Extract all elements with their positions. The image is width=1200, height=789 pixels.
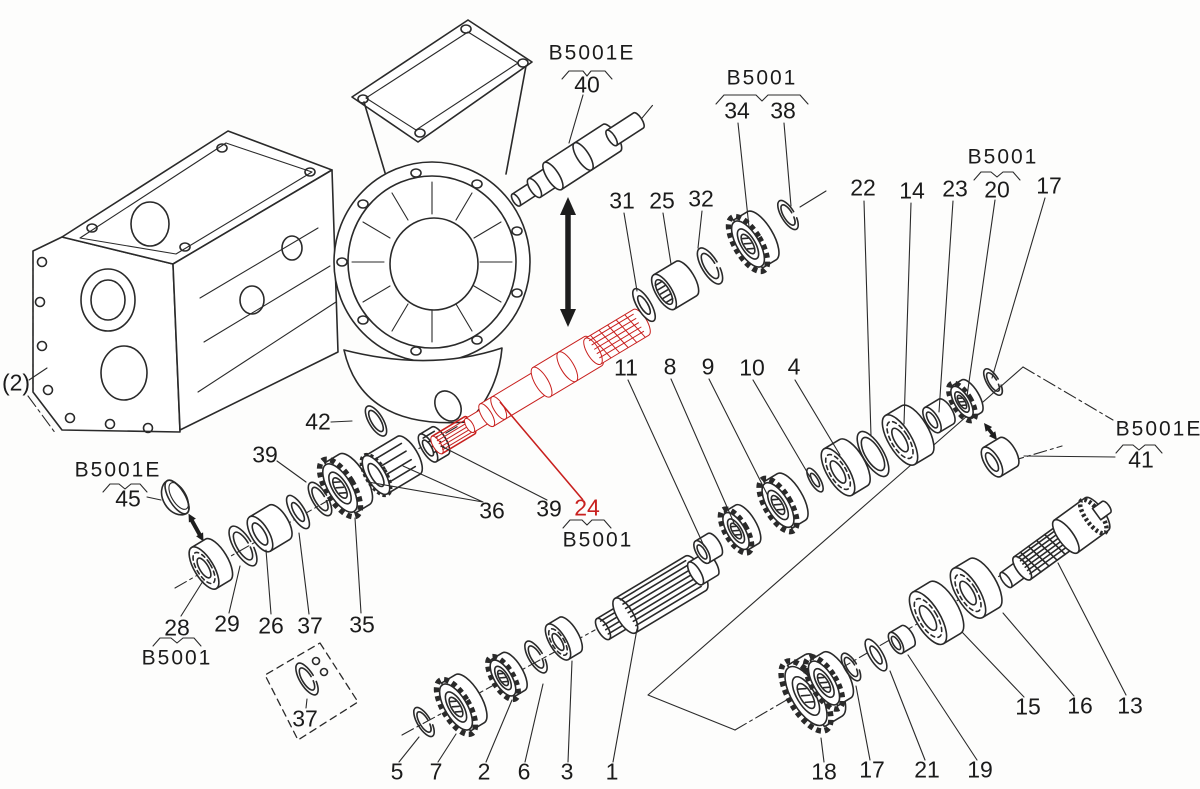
- part-label-15: 15: [1015, 693, 1041, 720]
- part-label-10: 10: [739, 354, 765, 381]
- part-label-19: 19: [967, 756, 993, 783]
- part-label-25: 25: [649, 187, 675, 214]
- collar-41: [976, 433, 1024, 482]
- part-label-17-bottom: 17: [859, 756, 885, 783]
- part-label-36: 36: [479, 497, 505, 524]
- transmission-housing: [27, 19, 533, 435]
- insert-arrow-41: [984, 423, 997, 440]
- snap-ring-6: [520, 637, 552, 677]
- part-label-1: 1: [605, 758, 619, 785]
- needle-bearing-25: [650, 260, 700, 311]
- part-label-18: 18: [811, 758, 837, 785]
- shaft-40: [510, 104, 654, 207]
- group-label-b5001-top: B5001: [726, 66, 798, 90]
- part-label-22: 22: [850, 174, 876, 201]
- part-label-40: 40: [574, 71, 600, 98]
- group-label-b5001e-top: B5001E: [548, 41, 636, 65]
- hub-2: [482, 646, 534, 704]
- part-label-17-right: 17: [1036, 172, 1062, 199]
- part-label-13: 13: [1117, 692, 1143, 719]
- snap-ring-17-right: [979, 365, 1007, 399]
- part-label-34: 34: [724, 97, 750, 124]
- part-label-16: 16: [1067, 692, 1093, 719]
- snap-ring-38: [773, 197, 803, 233]
- main-shaft-1: [594, 551, 720, 641]
- part-label-7: 7: [429, 758, 443, 785]
- gear-9: [752, 466, 816, 538]
- part-label-31: 31: [609, 187, 635, 214]
- group-label-b5001-mid: B5001: [562, 528, 634, 552]
- group-label-b5001-left: B5001: [141, 646, 213, 670]
- part-label-24-highlighted: 24: [574, 494, 600, 521]
- part-label-38: 38: [770, 97, 796, 124]
- part-label-39-left: 39: [252, 441, 278, 468]
- leader-lines: [28, 94, 1127, 763]
- ring-42: [364, 405, 388, 437]
- part-label-5: 5: [390, 758, 404, 785]
- leader-line-24: [499, 401, 584, 501]
- pinion-shaft-13: [999, 496, 1112, 589]
- part-label-14: 14: [899, 177, 925, 204]
- group-brackets: [102, 70, 1163, 647]
- bearing-28: [182, 533, 239, 595]
- part-label-29: 29: [214, 610, 240, 637]
- part-label-37-b: 37: [292, 705, 318, 732]
- part-label-23: 23: [942, 175, 968, 202]
- part-label-37-a: 37: [297, 612, 323, 639]
- snap-ring-32: [691, 243, 729, 289]
- part-label-35: 35: [349, 611, 375, 638]
- group-label-b5001e-left: B5001E: [74, 458, 162, 482]
- part-label-8: 8: [663, 353, 677, 380]
- part-label-45: 45: [115, 485, 141, 512]
- install-direction-arrow: [560, 197, 576, 327]
- snap-ring-37-detail-box: [264, 642, 359, 741]
- part-label-3: 3: [560, 758, 574, 785]
- part-label-32: 32: [688, 185, 714, 212]
- cap-45: [160, 479, 190, 516]
- shaft-24-highlighted: [430, 308, 651, 455]
- part-label-9: 9: [701, 353, 715, 380]
- part-label-6: 6: [517, 758, 531, 785]
- quantity-note: (2): [1, 369, 31, 396]
- part-label-2: 2: [477, 758, 491, 785]
- part-label-41: 41: [1128, 446, 1154, 473]
- washer-10: [803, 465, 827, 495]
- bearing-3: [539, 612, 588, 665]
- group-label-b5001e-right: B5001E: [1115, 417, 1200, 441]
- part-label-26: 26: [258, 612, 284, 639]
- part-label-42: 42: [305, 408, 331, 435]
- bell-housing: [333, 19, 533, 424]
- collar-19: [884, 622, 919, 657]
- part-label-21: 21: [914, 756, 940, 783]
- exploded-parts: [160, 104, 1112, 741]
- part-label-4: 4: [787, 353, 801, 380]
- snap-ring-5: [409, 704, 439, 740]
- part-label-39-mid: 39: [536, 495, 562, 522]
- gear-34: [721, 204, 787, 278]
- gear-7: [429, 667, 495, 741]
- part-label-11: 11: [614, 354, 638, 381]
- part-label-20: 20: [984, 176, 1010, 203]
- insert-arrow-45-28: [188, 513, 204, 542]
- group-label-b5001-right: B5001: [967, 145, 1039, 169]
- part-label-28: 28: [164, 614, 190, 641]
